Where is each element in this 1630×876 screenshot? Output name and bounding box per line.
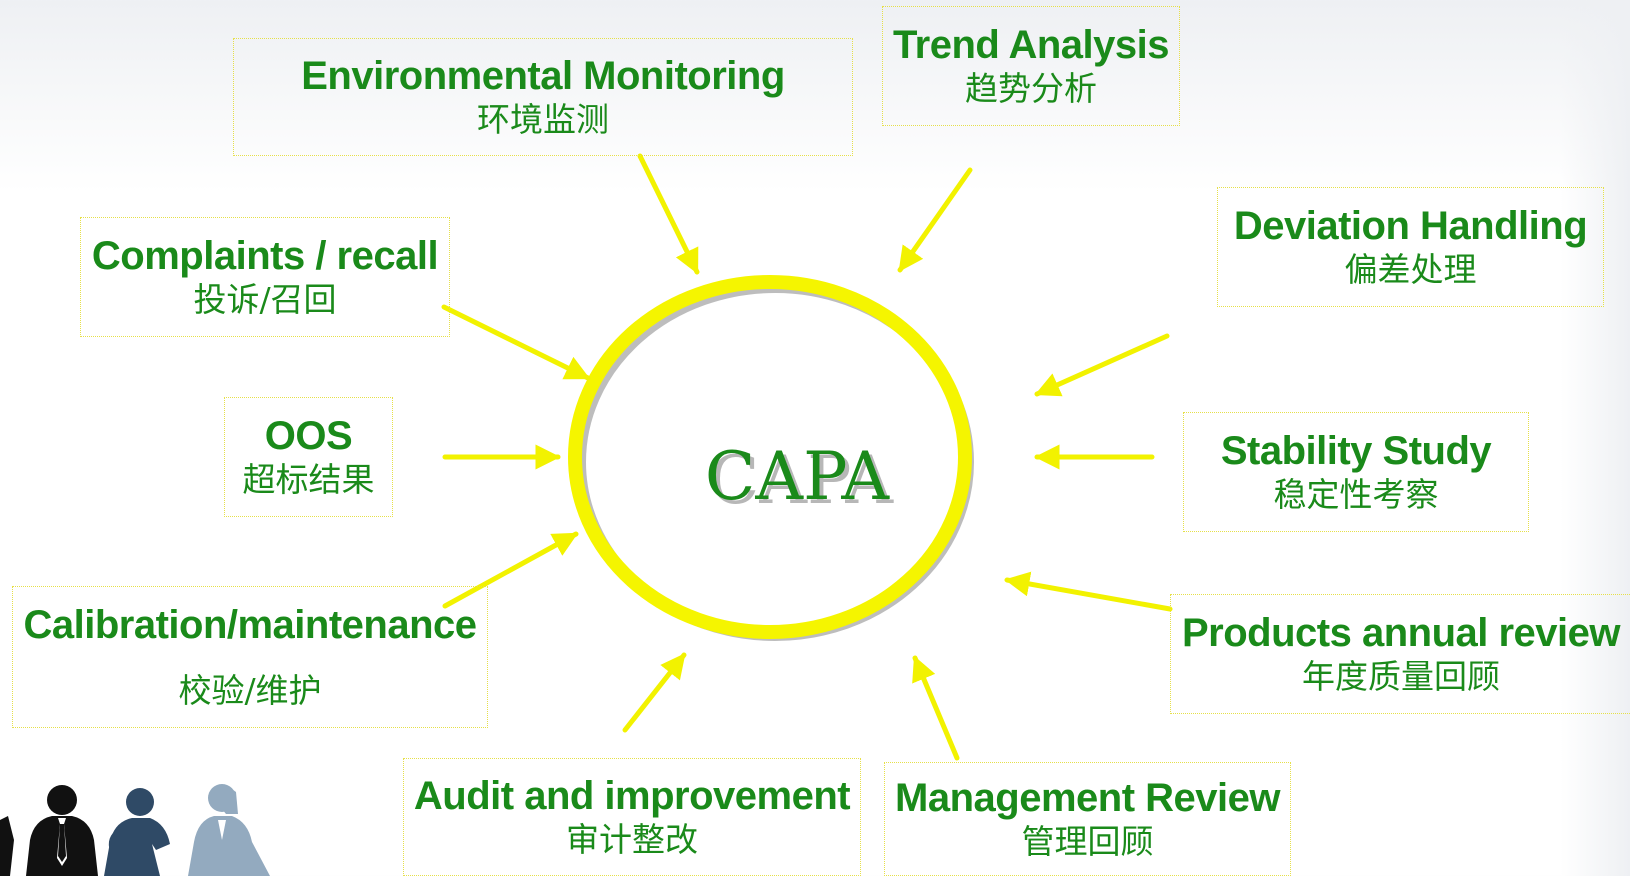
- input-label-zh: 审计整改: [566, 820, 698, 860]
- arrow-audit: [622, 652, 687, 733]
- input-management-review: Management Review 管理回顾: [884, 762, 1291, 876]
- people-silhouettes-icon: [0, 784, 270, 876]
- capa-ring: [568, 275, 972, 639]
- input-complaints-recall: Complaints / recall 投诉/召回: [80, 217, 450, 337]
- arrow-management: [912, 655, 960, 761]
- input-label-zh: 校验/维护: [178, 671, 322, 711]
- input-deviation-handling: Deviation Handling 偏差处理: [1217, 187, 1604, 307]
- input-label-zh: 超标结果: [242, 460, 375, 500]
- arrow-trend: [897, 167, 973, 273]
- input-label-zh: 偏差处理: [1344, 250, 1477, 290]
- input-label-zh: 管理回顾: [1021, 822, 1154, 862]
- input-stability-study: Stability Study 稳定性考察: [1183, 412, 1529, 532]
- center-label-shadow: CAPA: [709, 442, 895, 519]
- input-trend-analysis: Trend Analysis 趋势分析: [882, 6, 1180, 126]
- input-label-en: Products annual review: [1181, 611, 1621, 656]
- input-label-zh: 稳定性考察: [1273, 475, 1439, 515]
- input-label-zh: 投诉/召回: [193, 280, 337, 320]
- arrow-calibration: [442, 531, 579, 609]
- input-products-annual-review: Products annual review 年度质量回顾: [1170, 594, 1630, 714]
- input-label-en: OOS: [264, 414, 353, 459]
- arrow-annual: [1004, 571, 1173, 612]
- arrow-complaints: [441, 304, 591, 381]
- arrow-deviation: [1034, 333, 1170, 397]
- input-label-en: Trend Analysis: [892, 23, 1170, 68]
- input-label-zh: 环境监测: [477, 100, 609, 140]
- input-label-en: Stability Study: [1220, 429, 1492, 474]
- input-label-zh: 年度质量回顾: [1302, 657, 1500, 697]
- arrow-environmental: [637, 153, 700, 275]
- input-environmental-monitoring: Environmental Monitoring 环境监测: [233, 38, 853, 156]
- input-label-zh: 趋势分析: [965, 69, 1097, 109]
- input-label-en: Management Review: [895, 776, 1280, 821]
- input-audit-improvement: Audit and improvement 审计整改: [403, 758, 861, 876]
- input-label-en: Audit and improvement: [413, 774, 851, 819]
- input-calibration-maintenance: Calibration/maintenance 校验/维护: [12, 586, 488, 728]
- right-edge-shade: [1560, 0, 1630, 876]
- input-label-en: Calibration/maintenance: [23, 603, 477, 648]
- input-label-en: Environmental Monitoring: [301, 54, 785, 99]
- center-label: CAPA: [705, 438, 891, 515]
- input-label-en: Complaints / recall: [91, 234, 439, 279]
- input-oos: OOS 超标结果: [224, 397, 393, 517]
- input-label-en: Deviation Handling: [1233, 204, 1588, 249]
